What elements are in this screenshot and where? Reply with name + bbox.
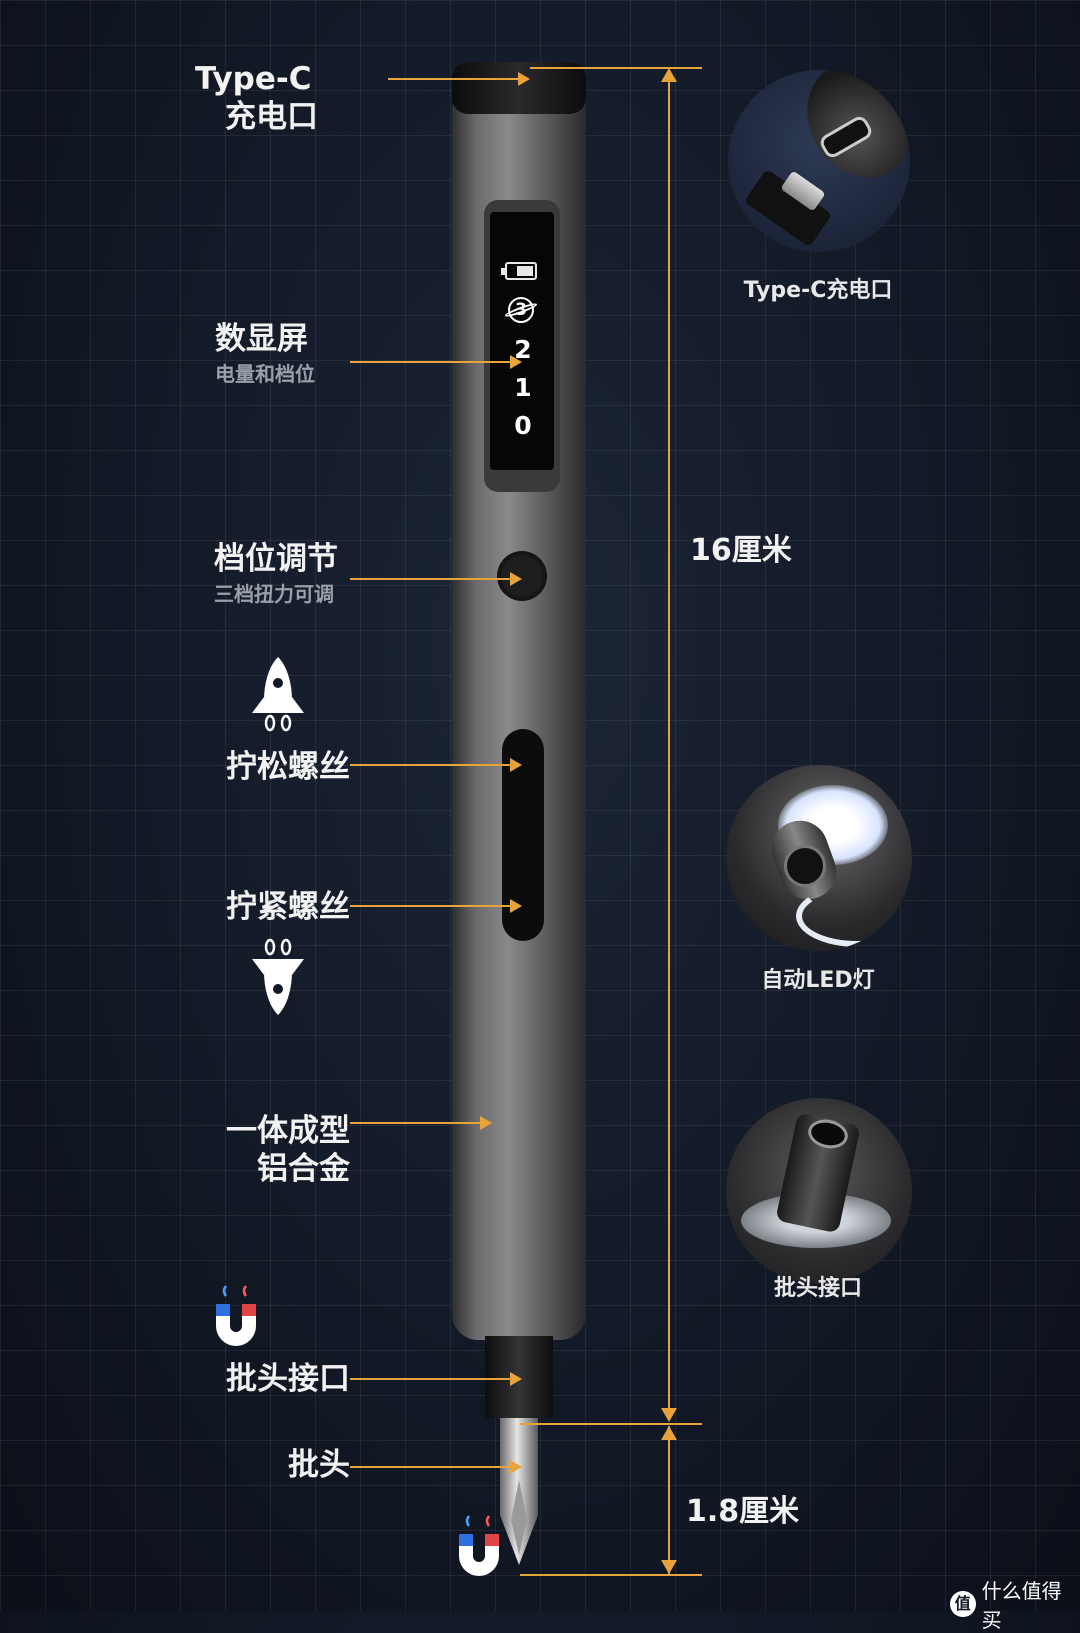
label-tighten: 拧紧螺丝 xyxy=(226,889,350,925)
dim-body-line xyxy=(668,70,670,1420)
label-gear-sub: 三档扭力可调 xyxy=(214,582,334,606)
label-gear: 档位调节 三档扭力可调 xyxy=(214,540,384,607)
label-body: 一体成型 铝合金 xyxy=(205,1112,350,1188)
label-bit-socket: 批头接口 xyxy=(226,1361,350,1397)
detail-charging-port xyxy=(728,70,910,252)
label-display-title: 数显屏 xyxy=(215,321,308,357)
arrow-gear xyxy=(350,572,522,586)
label-loosen: 拧松螺丝 xyxy=(226,749,350,785)
screen-level-1: 1 xyxy=(514,373,532,402)
label-type-c-line2: 充电口 xyxy=(225,99,318,135)
screen-level-0: 0 xyxy=(514,411,532,440)
dim-body-arrow-bottom xyxy=(661,1408,677,1422)
label-gear-title: 档位调节 xyxy=(214,541,338,577)
label-body-line1: 一体成型 xyxy=(226,1113,350,1149)
label-display-sub: 电量和档位 xyxy=(215,362,315,386)
arrow-bit xyxy=(350,1460,522,1474)
dim-top-line xyxy=(530,67,702,69)
dim-bit-arrow-top xyxy=(661,1426,677,1440)
dim-body-length: 16厘米 xyxy=(690,533,792,568)
caption-charging-port: Type-C充电口 xyxy=(743,278,893,303)
label-type-c-line1: Type-C xyxy=(195,61,312,97)
gear-indicator-icon: 3 xyxy=(503,295,539,325)
dim-bit-line xyxy=(668,1426,670,1574)
dim-mid-line xyxy=(520,1423,702,1425)
label-bit: 批头 xyxy=(288,1447,350,1483)
top-cap xyxy=(452,62,586,114)
caption-led: 自动LED灯 xyxy=(761,968,875,993)
magnet-icon xyxy=(216,1285,256,1346)
rocket-down-icon xyxy=(252,938,304,1015)
arrow-loosen xyxy=(350,758,522,772)
dim-bit-length: 1.8厘米 xyxy=(686,1494,800,1529)
detail-led xyxy=(726,765,912,951)
magnet-icon xyxy=(459,1515,499,1576)
dim-body-arrow-top xyxy=(661,68,677,82)
watermark-text: 什么值得买 xyxy=(981,1579,1062,1632)
label-type-c: Type-C 充电口 xyxy=(195,60,347,136)
arrow-body xyxy=(350,1116,492,1130)
rocket-up-icon xyxy=(252,657,304,732)
watermark-logo-icon: 值 xyxy=(950,1591,976,1617)
dim-bottom-line xyxy=(520,1574,702,1576)
watermark: 值 什么值得买 xyxy=(950,1575,1080,1633)
label-body-line2: 铝合金 xyxy=(257,1151,350,1187)
battery-icon xyxy=(501,262,537,280)
label-display: 数显屏 电量和档位 xyxy=(215,320,355,387)
arrow-display xyxy=(350,355,522,369)
gear-current-value: 3 xyxy=(508,297,534,323)
arrow-tighten xyxy=(350,899,522,913)
arrow-type-c xyxy=(388,72,530,86)
direction-switch-shape xyxy=(502,729,544,941)
caption-bit-socket: 批头接口 xyxy=(773,1276,862,1301)
arrow-bit-socket xyxy=(350,1372,522,1386)
detail-bit-socket xyxy=(726,1098,912,1284)
dim-bit-arrow-bottom xyxy=(661,1560,677,1574)
